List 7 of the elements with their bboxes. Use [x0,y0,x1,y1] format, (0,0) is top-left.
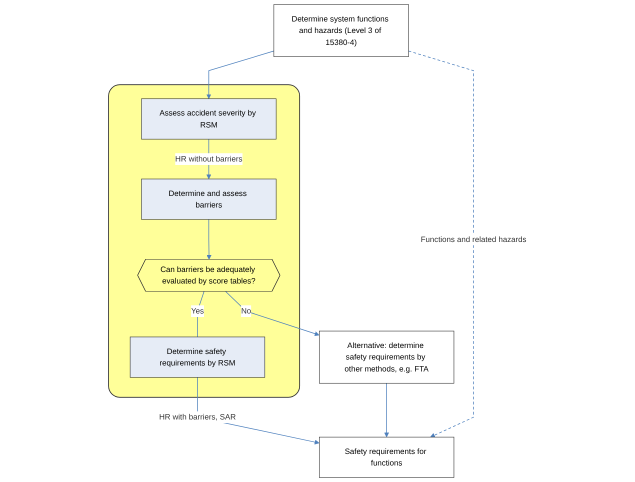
arrow [408,50,474,438]
arrow [225,291,320,336]
arrow [384,382,390,438]
connector [197,291,204,338]
cluster [108,84,300,398]
arrow [206,50,274,99]
arrow [206,219,212,260]
